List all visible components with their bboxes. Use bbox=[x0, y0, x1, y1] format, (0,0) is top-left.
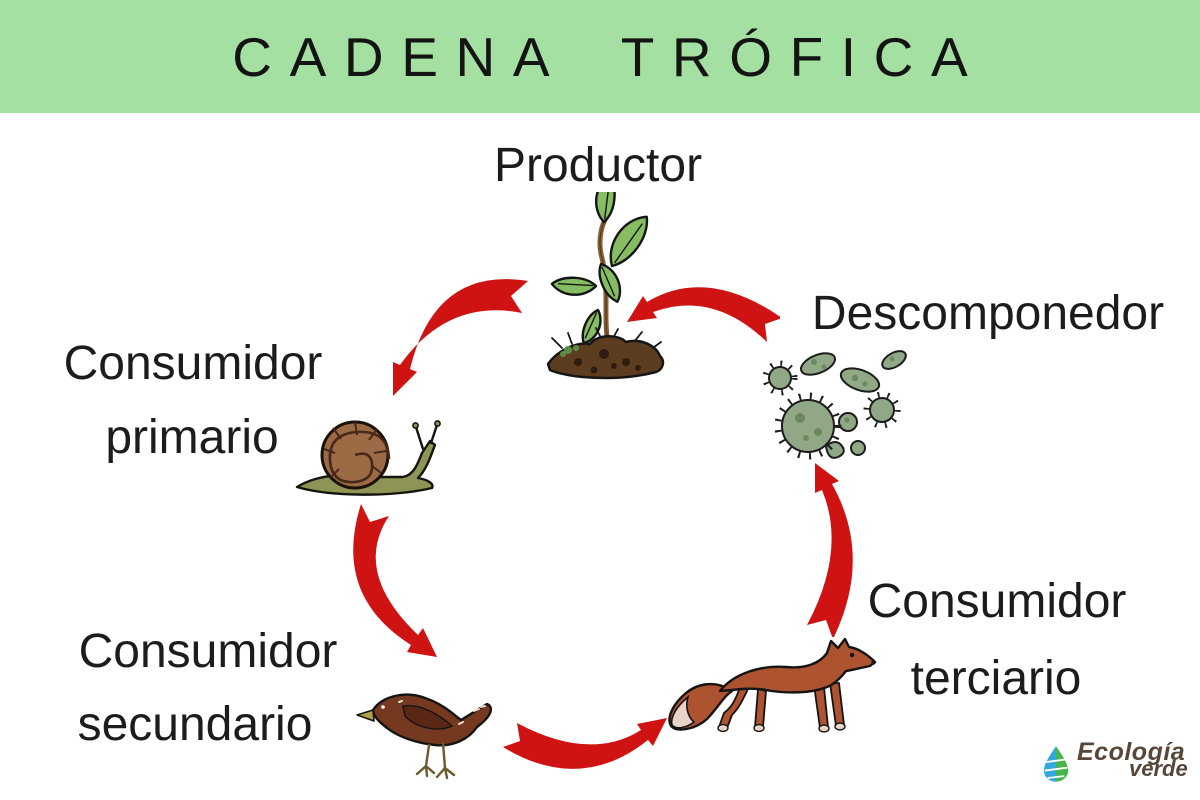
label-consumidor-secundario-line2: secundario bbox=[77, 698, 313, 751]
ecologia-verde-logo: Ecología verde bbox=[1042, 738, 1188, 784]
leaf-icon bbox=[1043, 746, 1069, 782]
label-consumidor-primario-line2: primario bbox=[105, 411, 279, 464]
label-consumidor-primario-line1: Consumidor bbox=[63, 337, 323, 390]
page-title: CADENA TRÓFICA bbox=[232, 25, 986, 88]
logo-wordmark: Ecología verde bbox=[1077, 738, 1188, 781]
arrow-secundario-to-terciario-icon bbox=[503, 718, 667, 769]
fox-icon bbox=[668, 637, 877, 733]
label-productor: Productor bbox=[493, 139, 703, 192]
arrow-primario-to-secundario-icon bbox=[353, 504, 437, 657]
logo-line1: Ecología bbox=[1077, 738, 1186, 766]
label-consumidor-terciario-line1: Consumidor bbox=[867, 575, 1127, 628]
arrow-terciario-to-descomponedor-icon bbox=[807, 463, 853, 637]
bacteria-microbes-icon bbox=[762, 350, 907, 460]
label-consumidor-secundario-line1: Consumidor bbox=[78, 625, 338, 678]
snail-icon bbox=[295, 420, 441, 496]
bird-icon bbox=[356, 693, 493, 780]
title-banner: CADENA TRÓFICA bbox=[0, 0, 1200, 113]
arrow-descomponedor-to-productor-icon bbox=[627, 287, 780, 342]
label-consumidor-terciario-line2: terciario bbox=[910, 652, 1082, 705]
logo-line2: verde bbox=[1129, 756, 1188, 781]
plant-seedling-icon bbox=[546, 192, 665, 380]
arrow-productor-to-primario-icon bbox=[393, 279, 528, 396]
label-descomponedor: Descomponedor bbox=[811, 287, 1165, 340]
